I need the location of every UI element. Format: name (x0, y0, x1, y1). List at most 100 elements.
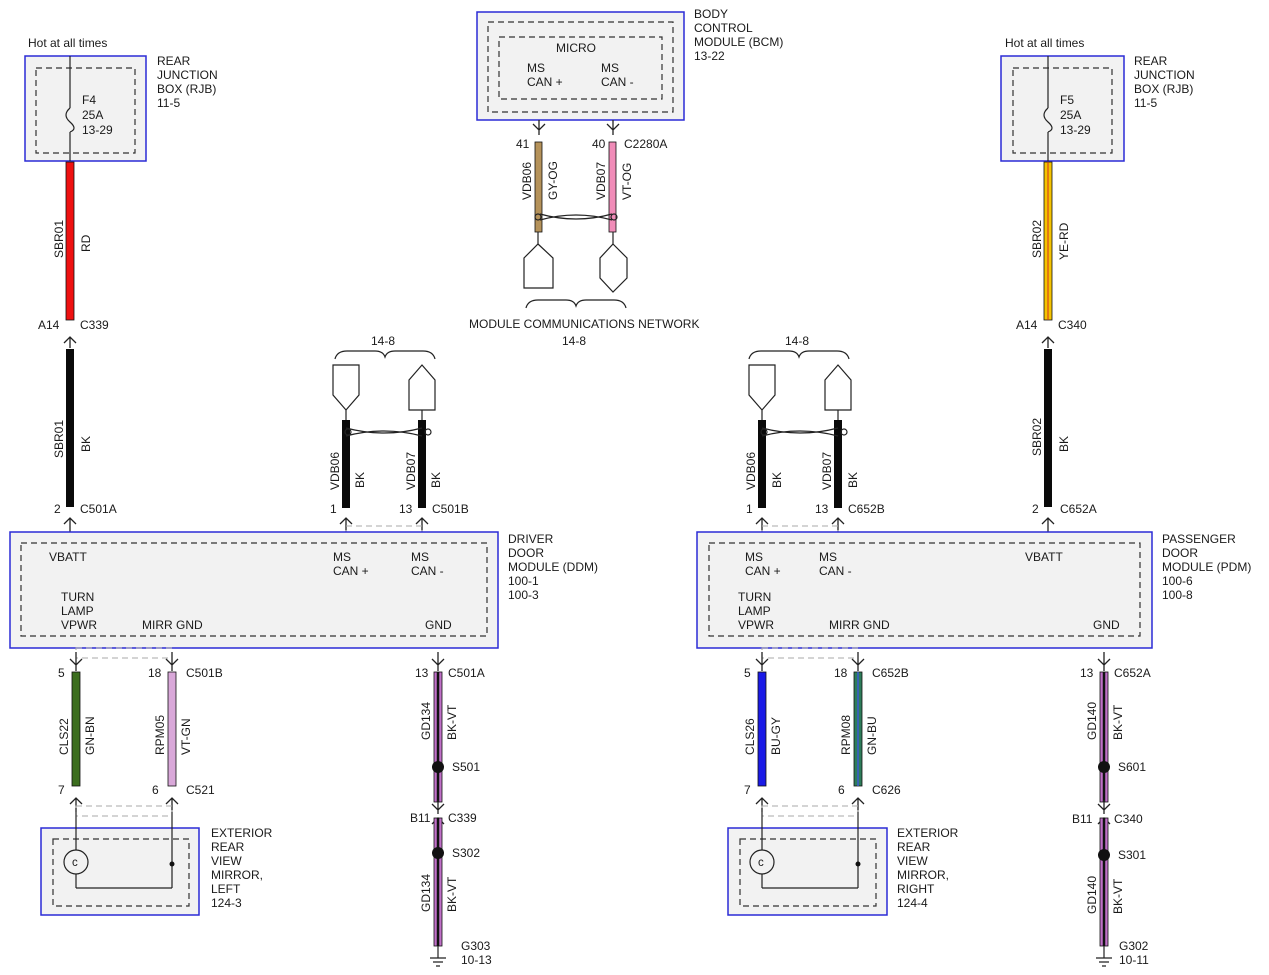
bcm-pin-41: 41 (516, 137, 530, 151)
svg-text:100-8: 100-8 (1162, 588, 1193, 602)
svg-text:RIGHT: RIGHT (897, 882, 935, 896)
svg-text:MODULE (DDM): MODULE (DDM) (508, 560, 598, 574)
connector-r-c652a: C652A (1060, 502, 1097, 516)
connector-r-c340-bottom-icon-down (1097, 800, 1111, 814)
wire-sbr02-bk (1044, 349, 1052, 507)
ddm-can-plus-1: MS (333, 550, 351, 564)
exterior-mirror-left: c (40, 812, 200, 916)
connector-l-c521: C521 (186, 783, 215, 797)
ground-g303-page: 10-13 (461, 953, 492, 967)
wire-bcm-vdb06-color: GY-OG (546, 161, 560, 200)
connector-r-gnd-pin: 13 (1080, 666, 1094, 680)
pdm-title: PASSENGER DOOR MODULE (PDM) 100-6 100-8 (1162, 532, 1251, 602)
wire-cls22-circuit: CLS22 (57, 718, 71, 755)
bcm-pin-40: 40 (592, 137, 606, 151)
svg-text:REAR: REAR (157, 54, 191, 68)
exterior-mirror-right: c (727, 812, 888, 916)
connector-r-c652a-bottom: C652A (1114, 666, 1151, 680)
connector-r-c652b: C652B (848, 502, 885, 516)
splice-s601: S601 (1118, 760, 1146, 774)
wire-gd134-top-circuit: GD134 (419, 702, 433, 740)
wire-pdm-vdb06-color: BK (770, 472, 784, 488)
pdm-can-plus-1: MS (745, 550, 763, 564)
ddm-pin13-icon (431, 652, 445, 671)
connector-r-pin18: 18 (834, 666, 848, 680)
pdm-pin5-icon (755, 652, 769, 671)
ddm-mirr-gnd: MIRR GND (142, 618, 203, 632)
mirror-right-pin7-icon (755, 797, 769, 812)
wire-rpm05 (167, 671, 177, 787)
pdm-can-minus-2: CAN - (819, 564, 852, 578)
wire-cls26-color: BU-GY (769, 717, 783, 755)
pdm-mcn-page: 14-8 (785, 334, 809, 348)
svg-text:DOOR: DOOR (1162, 546, 1198, 560)
fuse-f5-icon (1043, 107, 1053, 133)
wire-rpm08-color: GN-BU (865, 716, 879, 755)
connector-r-c652b-bottom: C652B (872, 666, 909, 680)
connector-r-b11: B11 (1072, 812, 1093, 826)
connector-l-c339: C339 (80, 318, 109, 332)
mirror-left-title: EXTERIOR REAR VIEW MIRROR, LEFT 124-3 (211, 826, 273, 910)
wire-sbr01-bk-color: BK (79, 436, 93, 452)
bcm-pin41-icon (532, 120, 546, 135)
pdm-vbatt-label: VBATT (1025, 550, 1063, 564)
ddm-pin18-icon (165, 652, 179, 671)
svg-text:c: c (758, 857, 764, 869)
wire-ddm-vdb06-circuit: VDB06 (328, 452, 342, 490)
wire-ddm-vdb07 (418, 420, 426, 508)
wire-sbr02-bot-circuit: SBR02 (1030, 418, 1044, 456)
svg-text:VIEW: VIEW (211, 854, 242, 868)
svg-text:JUNCTION: JUNCTION (1134, 68, 1195, 82)
wire-ddm-vdb07-circuit: VDB07 (404, 452, 418, 490)
ddm-can-minus-1: MS (411, 550, 429, 564)
ddm-title: DRIVER DOOR MODULE (DDM) 100-1 100-3 (508, 532, 598, 602)
wire-pdm-vdb07-color: BK (846, 472, 860, 488)
ground-g302-icon (1096, 957, 1112, 967)
svg-text:100-1: 100-1 (508, 574, 539, 588)
splice-s501-icon (432, 761, 444, 773)
svg-text:MIRROR,: MIRROR, (211, 868, 263, 882)
wire-bcm-vdb07-circuit: VDB07 (594, 162, 608, 200)
pdm-pin18-icon (851, 652, 865, 671)
wire-cls26 (757, 671, 767, 787)
fuse-f4-icon (65, 107, 75, 133)
pdm-can-arrow-right-icon (824, 364, 852, 411)
wire-gd134-top-color: BK-VT (445, 704, 459, 740)
fuse-f4-page: 13-29 (82, 123, 113, 137)
connector-l-c501b: C501B (432, 502, 469, 516)
ddm-gnd: GND (425, 618, 452, 632)
connector-l-c501a: C501A (80, 502, 117, 516)
wire-cls26-circuit: CLS26 (743, 718, 757, 755)
wire-sbr01-bk (66, 349, 74, 507)
splice-s601-icon (1098, 761, 1110, 773)
ground-g303: G303 (461, 939, 491, 953)
connector-l-pin6: 6 (152, 783, 159, 797)
wire-bcm-vdb07 (608, 141, 617, 233)
passenger-door-module: MS CAN + MS CAN - VBATT TURN LAMP VPWR M… (696, 531, 1153, 649)
pdm-turn-2: LAMP (738, 604, 771, 618)
wire-bcm-vdb07-color: VT-OG (620, 163, 634, 200)
mcn-page: 14-8 (562, 334, 586, 348)
ground-g302-page: 10-11 (1119, 953, 1149, 967)
rear-junction-box-left: F4 25A 13-29 (24, 55, 147, 162)
ddm-can-plus-pin-icon (339, 517, 353, 532)
svg-text:c: c (72, 857, 78, 869)
wire-sbr02-top-circuit: SBR02 (1030, 220, 1044, 258)
bcm-micro-label: MICRO (556, 41, 596, 55)
hot-at-all-times-label-left: Hot at all times (28, 36, 107, 50)
wire-cls22 (71, 671, 81, 787)
splice-s301: S301 (1118, 848, 1146, 862)
pdm-mirr-gnd: MIRR GND (829, 618, 890, 632)
connector-l-c501b-pin1: 1 (330, 502, 337, 516)
connector-r-c652b-pin1: 1 (746, 502, 753, 516)
svg-text:DRIVER: DRIVER (508, 532, 554, 546)
svg-text:124-3: 124-3 (211, 896, 242, 910)
fuse-f5-rating: 25A (1060, 108, 1081, 122)
wire-gd140-bot-circuit: GD140 (1085, 876, 1099, 914)
ddm-turn-1: TURN (61, 590, 94, 604)
bcm-can-plus-label-2: CAN + (527, 75, 563, 89)
connector-l-c501b-bottom: C501B (186, 666, 223, 680)
bcm-connector: C2280A (624, 137, 667, 151)
svg-text:PASSENGER: PASSENGER (1162, 532, 1236, 546)
